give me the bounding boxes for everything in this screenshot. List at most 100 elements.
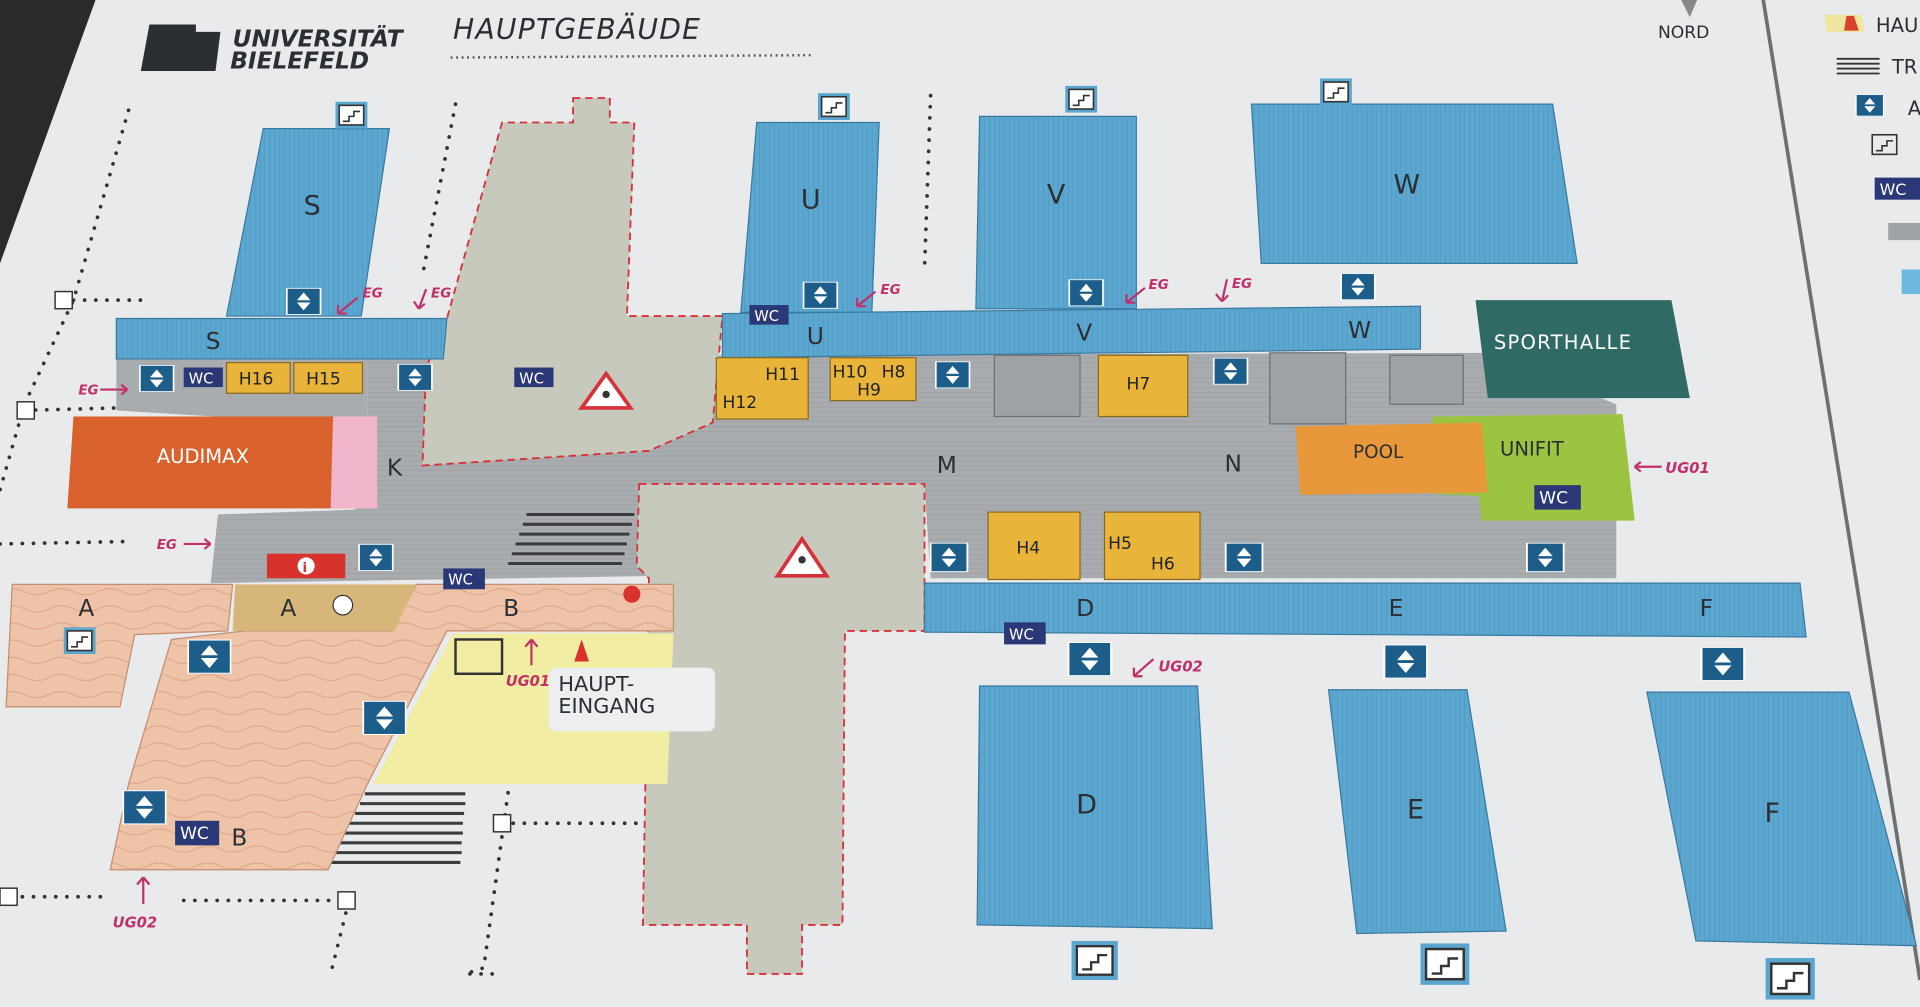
wc-icon (443, 568, 485, 590)
building-label-k: K (387, 454, 403, 481)
level-label-ug02: UG02 (1158, 658, 1202, 675)
building-uvw-wing (721, 305, 1422, 359)
building-label-d: D (1076, 789, 1097, 820)
room-h12-label: H12 (722, 393, 757, 413)
logo-line1: UNIVERSITÄT (233, 25, 405, 53)
lecture-hall-h5-h6[interactable] (1103, 511, 1201, 581)
elevator-icon (1340, 273, 1376, 301)
building-label-a-cafe: A (280, 595, 296, 622)
tactile-dice-markers (0, 290, 533, 910)
building-label-w-wing: W (1348, 317, 1371, 344)
level-arrows (100, 279, 1662, 905)
stairs-stripes-icon (1836, 57, 1880, 75)
wc-label: WC (754, 308, 779, 325)
elevator-icon (1700, 646, 1746, 682)
level-label-ug01: UG01 (506, 673, 550, 690)
level-label-eg: EG (431, 286, 451, 302)
elevator-icon (1854, 94, 1885, 117)
room-h11-label: H11 (765, 365, 800, 385)
wc-icon (1534, 485, 1581, 510)
building-label-v: V (1047, 179, 1066, 210)
wc-icon (749, 305, 789, 325)
building-label-e: E (1407, 794, 1424, 825)
main-entrance-sign (548, 667, 716, 732)
wc-icon (1874, 177, 1920, 200)
building-def-wing (923, 582, 1807, 638)
staircase-icon (1764, 957, 1817, 1000)
legend-divider (1761, 0, 1920, 981)
building-label-b-wing: B (231, 824, 247, 851)
pool-area (1295, 422, 1488, 495)
staircase-icon (1420, 943, 1470, 985)
university-logo-icon (140, 24, 221, 72)
wc-label: WC (189, 370, 214, 387)
elevator-icon (934, 361, 971, 389)
construction-zone-north (421, 97, 724, 467)
elevator-icon (1525, 542, 1565, 573)
building-label-d-wing: D (1076, 595, 1094, 622)
level-label-ug02: UG02 (113, 914, 157, 931)
legend-label-stairs: TR (1891, 55, 1918, 78)
north-label: NORD (1658, 23, 1709, 43)
entrance-kiosk (454, 638, 504, 676)
you-are-here-marker (623, 585, 641, 603)
legend: HAU TR A WC (1824, 14, 1920, 295)
room-h4-label: H4 (1016, 539, 1040, 559)
construction-warning-icon (774, 535, 830, 578)
unifit-label: UNIFIT (1500, 438, 1565, 461)
staircase-icon (1071, 940, 1118, 981)
wc-label: WC (448, 571, 473, 588)
elevator-icon (1068, 279, 1105, 307)
lecture-hall-h8-h9-h10[interactable] (829, 357, 917, 402)
room-h6-label: H6 (1151, 555, 1175, 575)
blue-stripes-icon (1901, 269, 1920, 295)
stairs-stripes (320, 512, 635, 864)
main-entrance-line1: HAUPT- (558, 672, 634, 696)
level-label-eg: EG (880, 282, 900, 298)
sporthalle-label: SPORTHALLE (1494, 331, 1632, 354)
info-label: i (302, 560, 307, 576)
building-label-a: A (78, 595, 94, 622)
wc-icon (514, 367, 554, 388)
sporthalle-area (1475, 300, 1690, 399)
elevator-icon (1224, 542, 1264, 573)
main-entrance-line2: EINGANG (558, 694, 655, 718)
lecture-hall-h11-h12[interactable] (715, 357, 809, 420)
wc-label: WC (1539, 488, 1568, 508)
audimax-label: AUDIMAX (157, 445, 249, 468)
wc-label: WC (519, 370, 544, 387)
staircase-icon (1064, 85, 1099, 113)
legend-label-elevator: A (1908, 97, 1920, 120)
room-h7-label: H7 (1127, 375, 1151, 395)
room-h16-label: H16 (239, 370, 274, 390)
elevator-icon (138, 365, 175, 393)
staircase-icon (1319, 78, 1353, 106)
staircase-icon (817, 93, 851, 121)
building-label-b: B (503, 595, 519, 622)
level-label-eg: EG (362, 286, 382, 302)
lecture-hall-h16[interactable] (225, 362, 291, 394)
building-d-tower (976, 685, 1213, 930)
pool-label: POOL (1353, 442, 1404, 463)
gray-stripes-icon (1888, 222, 1920, 241)
elevator-icon (929, 542, 969, 573)
building-a-wing (5, 583, 234, 708)
elevator-icon (1212, 357, 1249, 385)
staircase-icon (1871, 133, 1898, 156)
level-label-ug01: UG01 (1665, 460, 1709, 477)
legend-label-entrance: HAU (1876, 14, 1918, 37)
building-label-v-wing: V (1076, 320, 1092, 347)
cafeteria-area (232, 584, 417, 631)
gray-rooms (993, 352, 1464, 425)
elevator-icon (122, 790, 167, 825)
lecture-hall-h7[interactable] (1097, 354, 1189, 418)
elevator-icon (397, 363, 433, 391)
page-title: HAUPTGEBÄUDE (453, 13, 701, 46)
lecture-hall-h15[interactable] (293, 362, 364, 394)
building-label-m: M (937, 452, 957, 479)
lecture-hall-h4[interactable] (987, 511, 1081, 581)
elevator-icon (1067, 641, 1113, 677)
building-label-e-wing: E (1389, 595, 1404, 622)
info-icon (297, 557, 315, 575)
braille-title (450, 53, 815, 59)
